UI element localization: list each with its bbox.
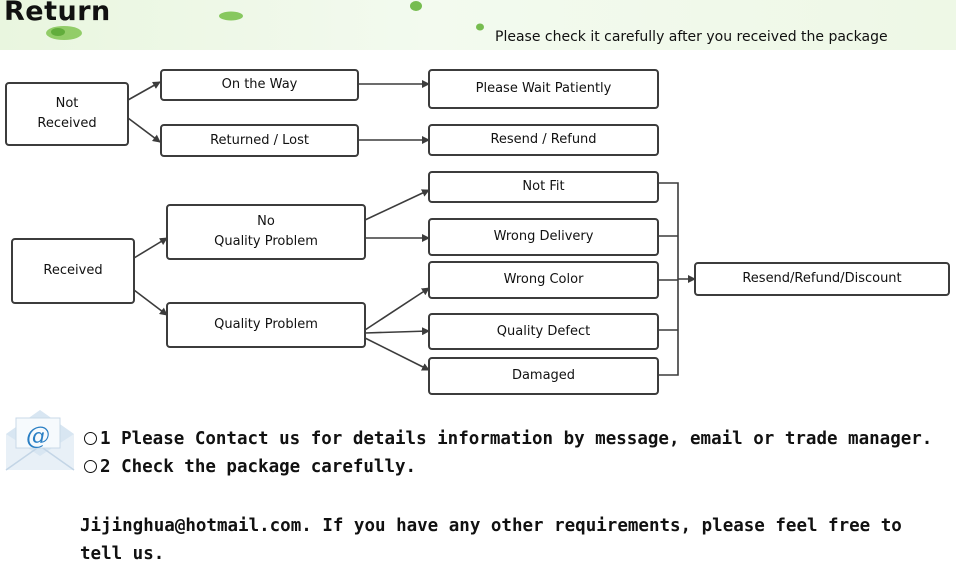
node-damaged: Damaged <box>428 357 659 395</box>
connector <box>658 182 679 376</box>
header-banner: Return Please check it carefully after y… <box>0 0 956 50</box>
node-no-quality-problem: No Quality Problem <box>166 204 366 260</box>
node-quality-defect: Quality Defect <box>428 313 659 350</box>
connector <box>127 81 161 101</box>
node-received: Received <box>11 238 135 304</box>
connector <box>364 189 430 221</box>
node-wrong-delivery: Wrong Delivery <box>428 218 659 256</box>
connector <box>364 287 430 331</box>
page-title: Return <box>4 0 111 27</box>
envelope-at-icon: @ <box>5 410 75 471</box>
node-resend-refund: Resend / Refund <box>428 124 659 156</box>
radio-circle-icon <box>84 432 97 445</box>
node-resend-refund-discount: Resend/Refund/Discount <box>694 262 950 296</box>
note-item-2: 2 Check the package carefully. <box>84 457 416 477</box>
contact-note: Jijinghua@hotmail.com. If you have any o… <box>80 516 902 564</box>
connector <box>133 237 168 259</box>
radio-circle-icon <box>84 460 97 473</box>
connector <box>364 337 430 371</box>
node-on-the-way: On the Way <box>160 69 359 101</box>
leaf-icon <box>219 11 243 21</box>
connector <box>133 289 168 316</box>
node-quality-problem: Quality Problem <box>166 302 366 348</box>
node-not-received: Not Received <box>5 82 129 146</box>
connector <box>127 117 161 143</box>
leaf-icon <box>46 26 82 40</box>
node-please-wait-patiently: Please Wait Patiently <box>428 69 659 109</box>
node-returned-lost: Returned / Lost <box>160 124 359 157</box>
leaf-icon <box>476 23 484 31</box>
svg-text:@: @ <box>26 422 50 450</box>
connector <box>364 327 430 336</box>
page-subtitle: Please check it carefully after you rece… <box>495 29 888 45</box>
note-item-1: 1 Please Contact us for details informat… <box>84 429 932 449</box>
leaf-icon <box>410 1 422 11</box>
node-not-fit: Not Fit <box>428 171 659 203</box>
node-wrong-color: Wrong Color <box>428 261 659 299</box>
